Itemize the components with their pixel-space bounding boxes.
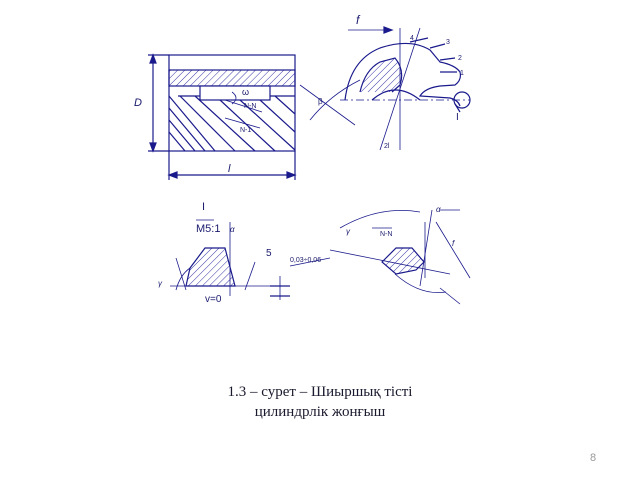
label-f-2: f	[452, 239, 455, 248]
page-number: 8	[590, 452, 597, 464]
cutter-outline	[168, 54, 296, 152]
label-n1: 1	[460, 70, 464, 77]
label-alpha-1: α	[230, 225, 235, 234]
tooth-outer-contour	[344, 42, 462, 107]
label-n3: 3	[446, 39, 450, 46]
figure-caption-line-1: 1.3 – сурет – Шиыршық тісті	[227, 384, 413, 400]
label-NN-bottom: N-1	[240, 127, 251, 134]
label-NN-section: N-N	[380, 231, 392, 238]
figure-caption-line-2: цилиндрлік жонғыш	[254, 404, 386, 420]
label-f-top: f	[356, 13, 361, 27]
tooth-profile-view	[299, 26, 471, 151]
label-beta: β	[318, 97, 323, 106]
label-D: D	[134, 97, 142, 109]
label-omega: ω	[242, 87, 249, 97]
cutter-body-view	[148, 53, 297, 180]
bore-arc	[371, 89, 421, 101]
label-n5: 5	[266, 248, 272, 259]
detail-I-hatched-tooth	[185, 247, 236, 287]
section-NN-hatched-tooth	[381, 247, 425, 275]
label-tolerance: 0,03÷0,06	[290, 257, 321, 264]
detail-circle	[453, 91, 471, 109]
label-view-I-right: I	[456, 112, 459, 123]
label-alpha-2: α	[436, 205, 441, 214]
label-n4: 4	[410, 35, 414, 42]
label-n2: 2	[458, 55, 462, 62]
label-NN-top: N-N	[244, 103, 256, 110]
cutter-helical-teeth	[168, 95, 296, 152]
detail-I-view	[170, 219, 290, 300]
label-gamma-1: γ	[158, 279, 163, 288]
cutter-hatched-band	[168, 69, 296, 87]
tooth-hatched-section	[359, 57, 403, 93]
section-NN-view	[289, 209, 471, 305]
label-gamma-2: γ	[346, 227, 351, 236]
cutter-bore	[199, 85, 271, 101]
label-view-I: I	[202, 201, 205, 213]
label-v0: v=0	[205, 294, 222, 305]
label-scale: M5:1	[196, 223, 220, 235]
label-l: l	[228, 163, 231, 175]
label-tau: 2l	[384, 143, 390, 150]
